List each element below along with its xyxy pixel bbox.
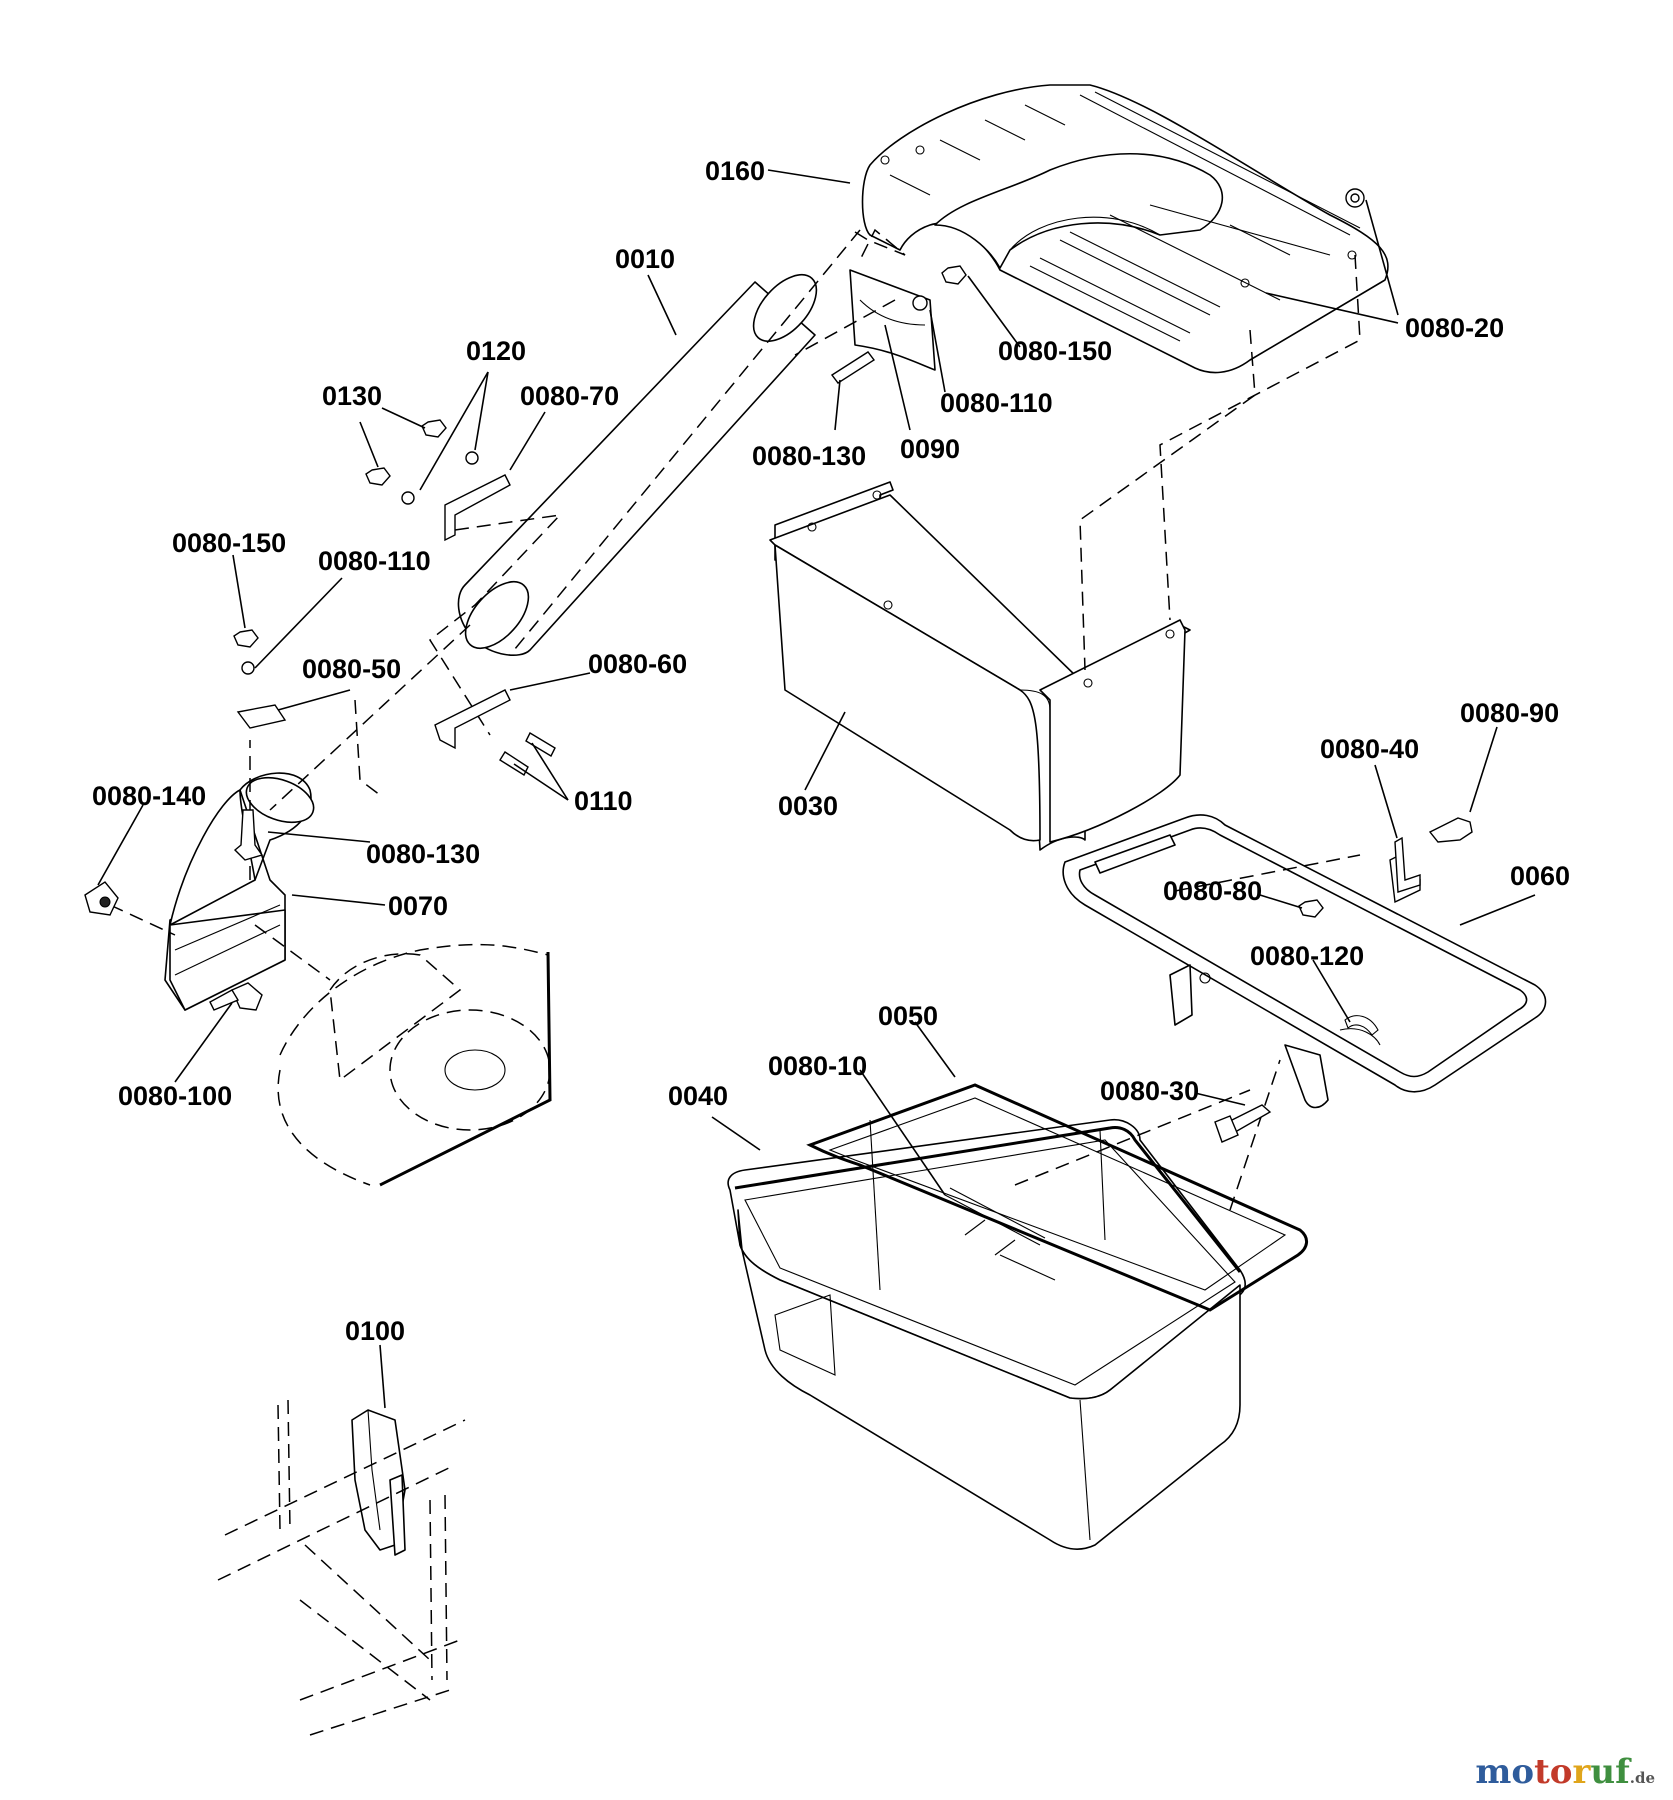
callout-0080-90: 0080-90 [1460,698,1559,728]
callout-0160: 0160 [705,156,765,186]
callout-0080-100: 0080-100 [118,1081,232,1111]
callout-0080-20: 0080-20 [1405,313,1504,343]
bag-rim-0050 [806,1083,1308,1312]
callout-0080-150-left: 0080-150 [172,528,286,558]
callout-0040: 0040 [668,1081,728,1111]
callout-0080-60: 0080-60 [588,649,687,679]
callout-0090: 0090 [900,434,960,464]
callout-labels: 0160 0010 0080-20 0080-150 0120 0130 008… [92,156,1570,1346]
side-panel-0030 [769,481,1191,851]
alignment-lines [109,228,1361,1211]
callout-0080-50: 0080-50 [302,654,401,684]
callout-0080-120: 0080-120 [1250,941,1364,971]
callout-0080-30: 0080-30 [1100,1076,1199,1106]
callout-0080-10: 0080-10 [768,1051,867,1081]
callout-0110: 0110 [574,786,633,816]
cover-plate-0160 [861,84,1389,374]
callout-0080-110-top: 0080-110 [940,388,1053,418]
callout-0070: 0070 [388,891,448,921]
callout-0010: 0010 [615,244,675,274]
mower-deck-outline [277,943,552,1187]
callout-0030: 0030 [778,791,838,821]
callout-0080-80: 0080-80 [1163,876,1262,906]
chute-tube-0010 [457,274,818,656]
motoruf-logo-watermark: motoruf.de [1475,1752,1655,1792]
leader-lines [97,169,1536,1409]
callout-0080-130-top: 0080-130 [752,441,866,471]
callout-0120: 0120 [466,336,526,366]
callout-0050: 0050 [878,1001,938,1031]
callout-0060: 0060 [1510,861,1570,891]
callout-0080-150-top: 0080-150 [998,336,1112,366]
callout-0080-70: 0080-70 [520,381,619,411]
frame-rails-outline [217,1399,466,1736]
callout-0130: 0130 [322,381,382,411]
callout-0080-130-left: 0080-130 [366,839,480,869]
plate-0100 [351,1409,406,1556]
callout-0080-110-left: 0080-110 [318,546,431,576]
callout-0100: 0100 [345,1316,405,1346]
chute-adapter-0070 [164,772,315,1011]
callout-0080-40: 0080-40 [1320,734,1419,764]
callout-0080-140: 0080-140 [92,781,206,811]
deflector-0090 [849,269,936,371]
frame-0060 [1062,814,1547,1109]
bag-0040 [727,1118,1246,1550]
hardware [84,188,1473,1143]
